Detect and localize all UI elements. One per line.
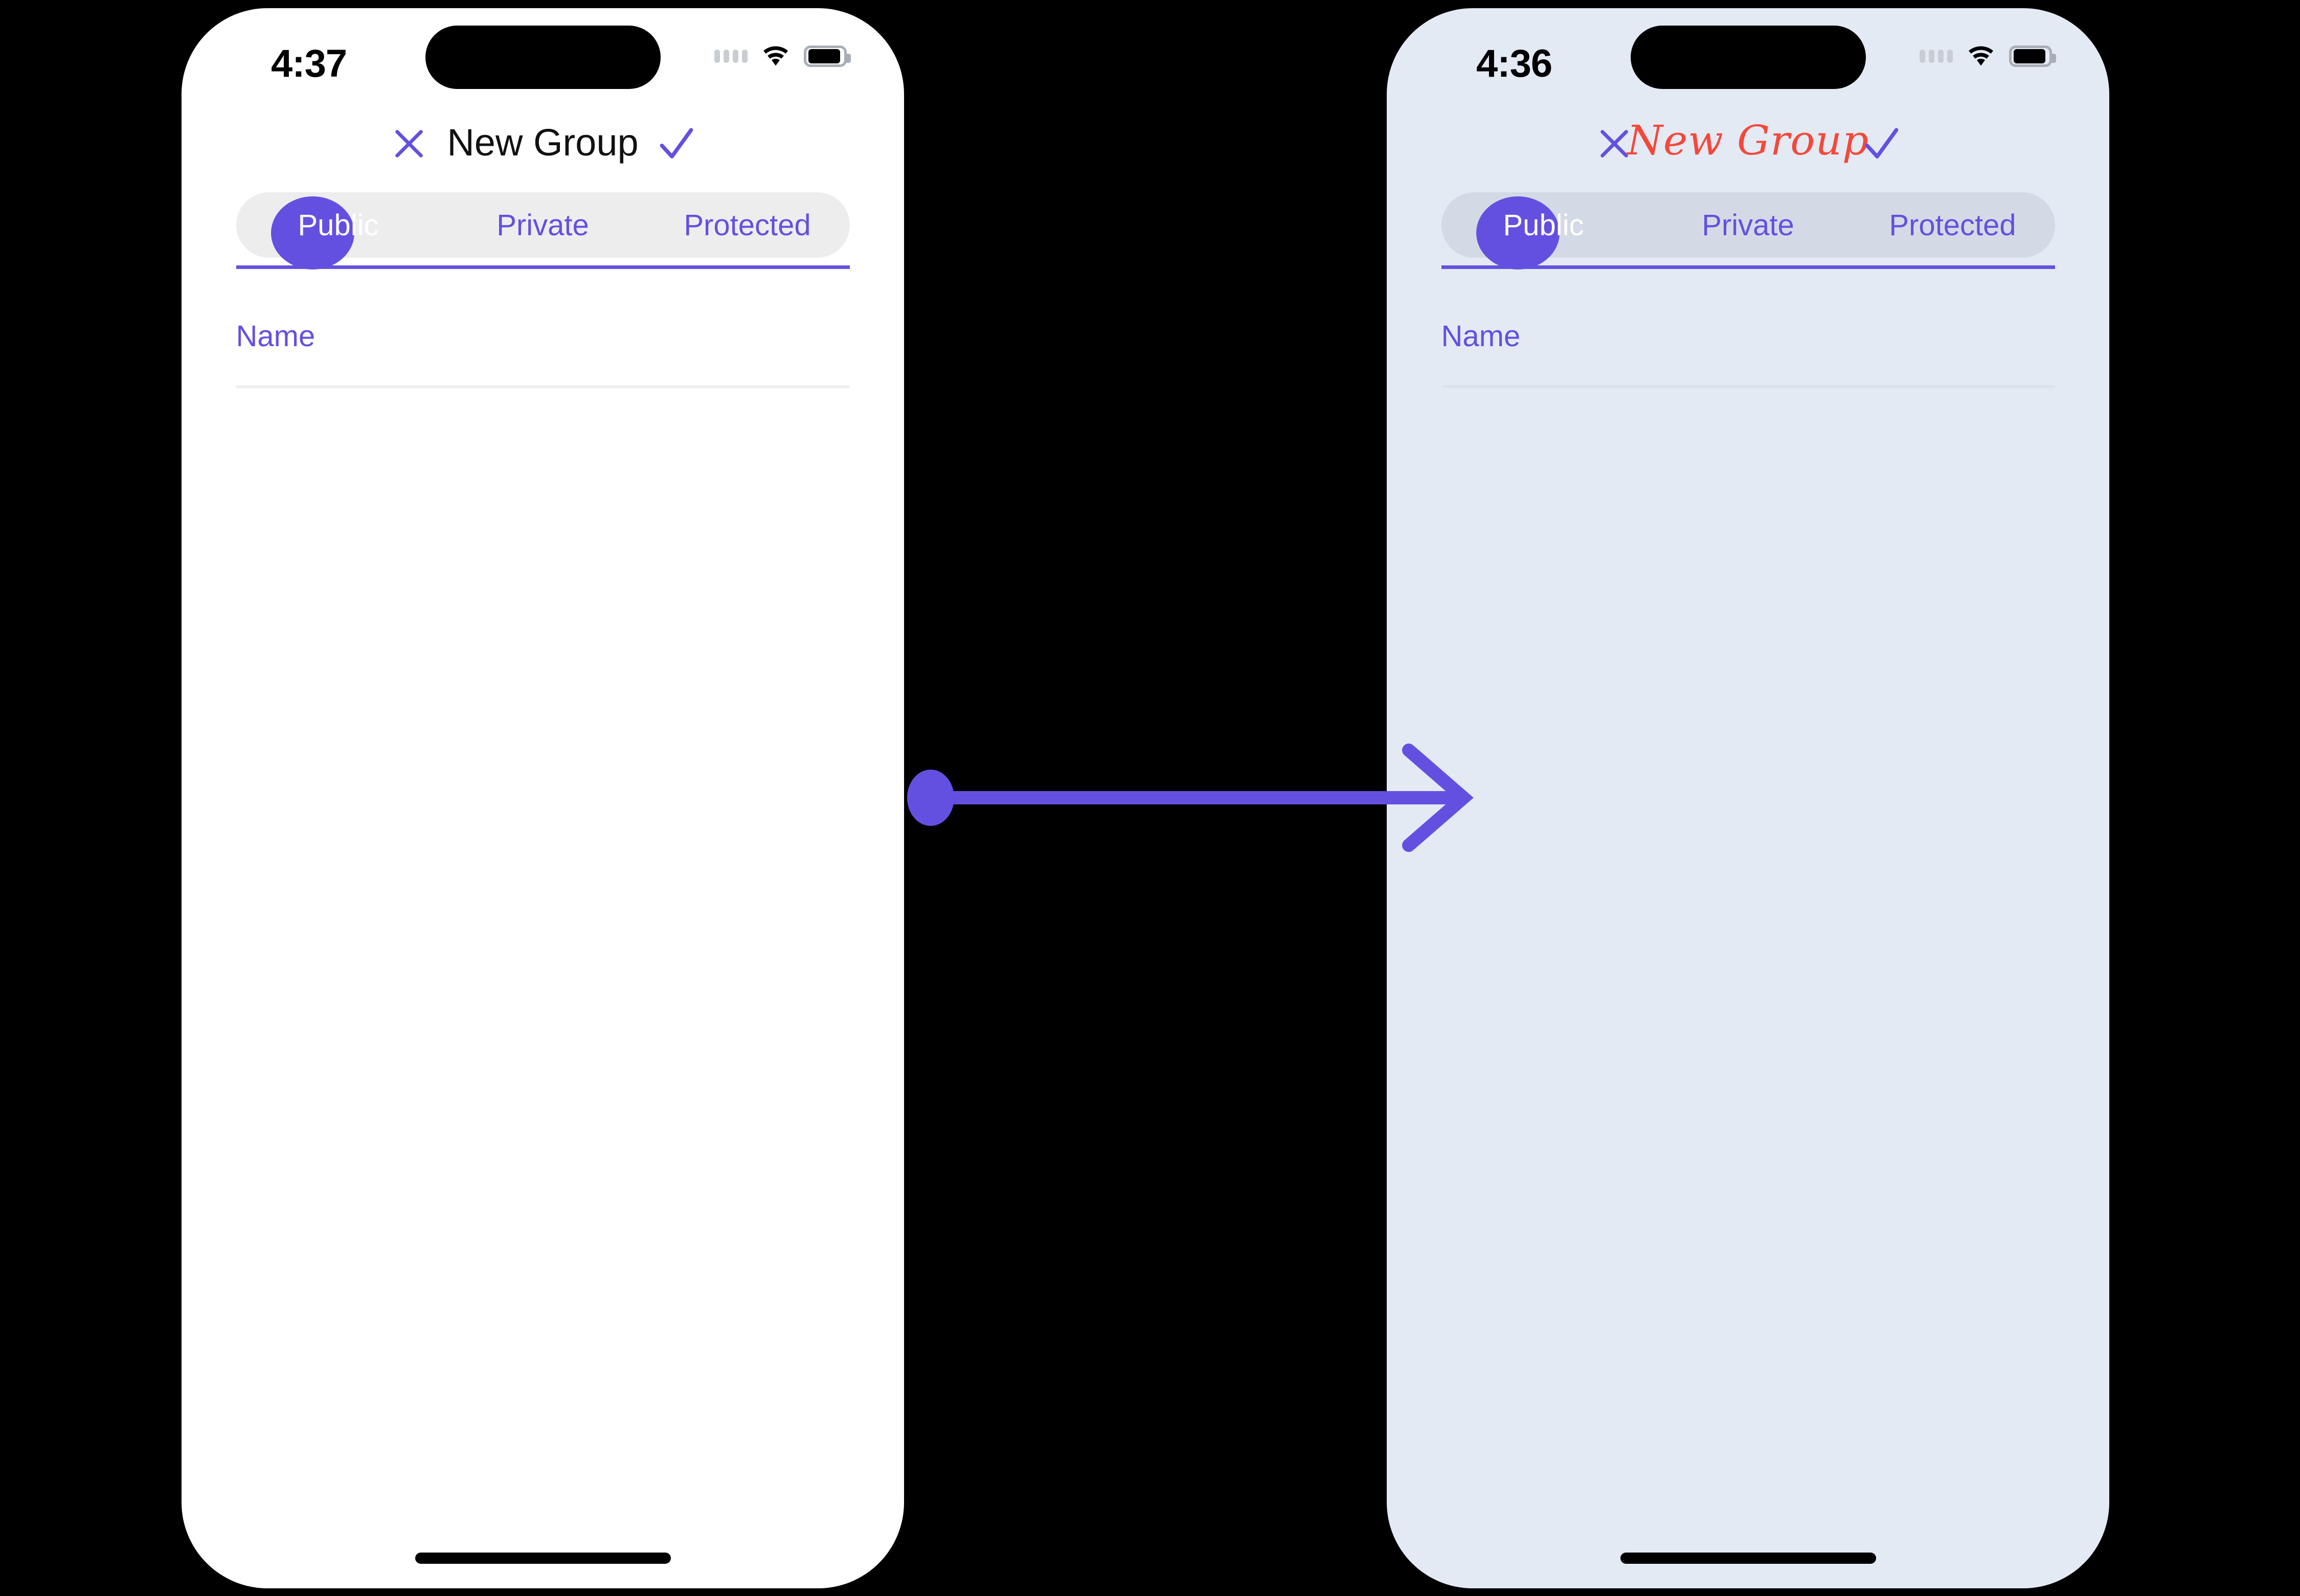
circle-dot [907,770,954,826]
page-title: New Group [447,121,639,164]
phone-mockup-before: 4:37 New Group [182,8,904,1588]
tab-private[interactable]: Private [497,208,589,242]
phone-mockup-after: 4:36 New Group [1387,8,2109,1588]
nav-bar-before: New Group [182,116,904,192]
dynamic-island [1630,26,1866,89]
status-clock: 4:36 [1476,42,1552,85]
status-bar-after: 4:36 [1387,8,2109,116]
name-field-underline [1441,385,2055,388]
name-input-placeholder: Name [1441,320,1521,353]
tab-private[interactable]: Private [1702,208,1794,242]
home-indicator [415,1553,671,1564]
segment-underline [1441,265,2055,269]
segment-selection-indicator [270,196,354,269]
check-icon[interactable] [648,116,705,172]
segmented-control-before[interactable]: Public Private Protected [236,192,850,273]
status-indicators [1920,45,2056,68]
tab-public[interactable]: Public [1503,208,1584,242]
close-icon[interactable] [381,116,437,172]
battery-icon [804,46,851,67]
tab-protected[interactable]: Protected [1889,208,2016,242]
name-input-placeholder: Name [236,320,315,353]
chevron-arrowhead [1402,744,1474,852]
cellular-signal-icon [714,50,748,63]
battery-icon [2009,46,2056,67]
close-icon[interactable] [1586,116,1642,172]
segment-selection-indicator [1476,196,1560,269]
dynamic-island [425,26,661,89]
status-clock: 4:37 [271,42,347,85]
tab-public[interactable]: Public [298,208,379,242]
home-indicator [1620,1553,1876,1564]
nav-bar-after: New Group [1387,116,2109,192]
page-title: New Group [1627,117,1869,164]
name-field-underline [236,385,850,388]
wifi-icon [763,46,788,66]
status-indicators [714,45,851,68]
tab-protected[interactable]: Protected [684,208,811,242]
status-bar-before: 4:37 [182,8,904,116]
name-field[interactable]: Name [1441,319,2055,388]
arrow-right-icon [907,744,1474,852]
check-icon[interactable] [1854,116,1910,172]
segmented-control-after[interactable]: Public Private Protected [1441,192,2055,273]
name-field[interactable]: Name [236,319,850,388]
cellular-signal-icon [1920,50,1953,63]
segment-underline [236,265,850,269]
wifi-icon [1969,46,1993,66]
